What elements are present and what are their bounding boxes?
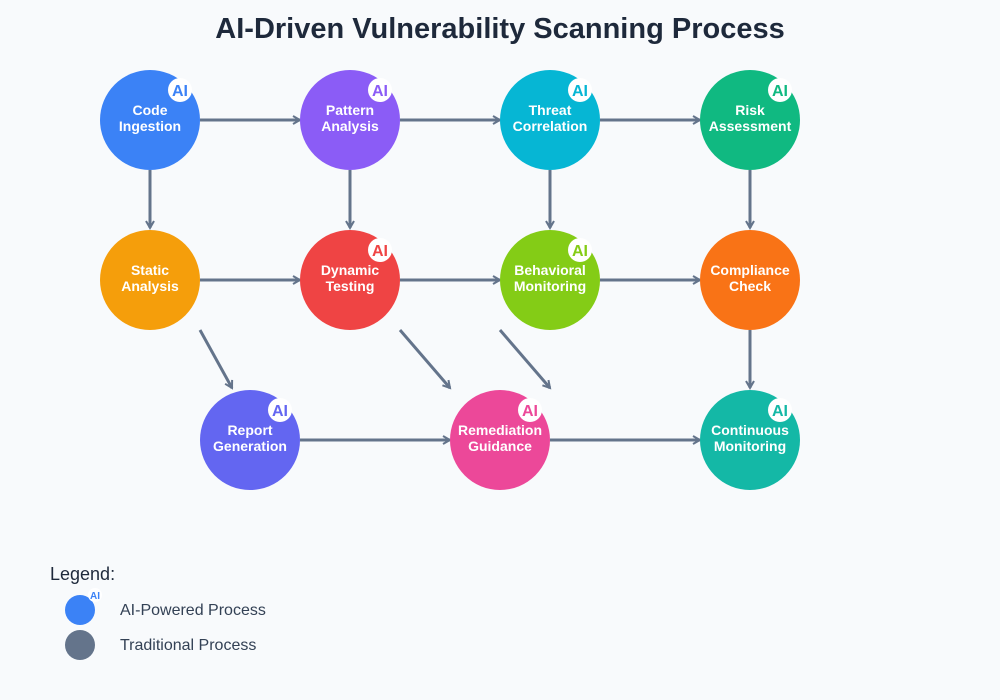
svg-text:AI: AI [372, 83, 388, 100]
edge-static-analysis-to-report-generation [198, 329, 234, 388]
node-label: Ingestion [119, 118, 181, 134]
edge-behavioral-monitoring-to-remediation-guidance [498, 329, 550, 388]
ai-badge-icon: AI [368, 78, 392, 102]
svg-text:AI: AI [572, 83, 588, 100]
node-label: Check [729, 278, 771, 294]
node-label: Static [131, 262, 169, 278]
ai-badge-icon: AI [90, 591, 100, 602]
nodes: CodeIngestionAIPatternAnalysisAIThreatCo… [100, 70, 800, 490]
legend-item-traditional: Traditional Process [65, 630, 256, 660]
legend-label: AI-Powered Process [120, 602, 266, 619]
edges [150, 120, 750, 440]
node-label: Code [133, 102, 168, 118]
node-circle [700, 230, 800, 330]
diagram-title: AI-Driven Vulnerability Scanning Process [215, 13, 785, 45]
ai-badge-icon: AI [168, 78, 192, 102]
node-label: Compliance [710, 262, 790, 278]
node-label: Assessment [709, 118, 792, 134]
node-label: Guidance [468, 438, 532, 454]
svg-text:AI: AI [572, 243, 588, 260]
legend-swatch-icon [65, 630, 95, 660]
svg-text:AI: AI [522, 403, 538, 420]
node-label: Report [227, 422, 272, 438]
node-label: Dynamic [321, 262, 380, 278]
ai-badge-icon: AI [518, 398, 542, 422]
svg-text:AI: AI [772, 83, 788, 100]
legend-item-ai: AI AI-Powered Process [65, 588, 266, 625]
ai-badge-icon: AI [268, 398, 292, 422]
svg-text:AI: AI [372, 243, 388, 260]
node-label: Monitoring [714, 438, 786, 454]
svg-text:AI: AI [172, 83, 188, 100]
svg-text:AI: AI [272, 403, 288, 420]
node-label: Testing [326, 278, 375, 294]
node-label: Risk [735, 102, 765, 118]
node-label: Monitoring [514, 278, 586, 294]
node-label: Generation [213, 438, 287, 454]
svg-text:AI: AI [772, 403, 788, 420]
edge-dynamic-testing-to-remediation-guidance [398, 329, 450, 388]
node-label: Behavioral [514, 262, 586, 278]
legend-label: Traditional Process [120, 637, 256, 654]
node-label: Continuous [711, 422, 789, 438]
legend-swatch-icon [65, 595, 95, 625]
node-label: Analysis [321, 118, 379, 134]
ai-badge-icon: AI [768, 398, 792, 422]
ai-badge-icon: AI [768, 78, 792, 102]
node-label: Threat [529, 102, 572, 118]
ai-badge-icon: AI [568, 238, 592, 262]
node-label: Correlation [513, 118, 588, 134]
node-label: Analysis [121, 278, 179, 294]
legend-title: Legend: [50, 564, 115, 584]
ai-badge-icon: AI [568, 78, 592, 102]
ai-badge-icon: AI [368, 238, 392, 262]
node-label: Pattern [326, 102, 374, 118]
node-circle [100, 230, 200, 330]
node-label: Remediation [458, 422, 542, 438]
